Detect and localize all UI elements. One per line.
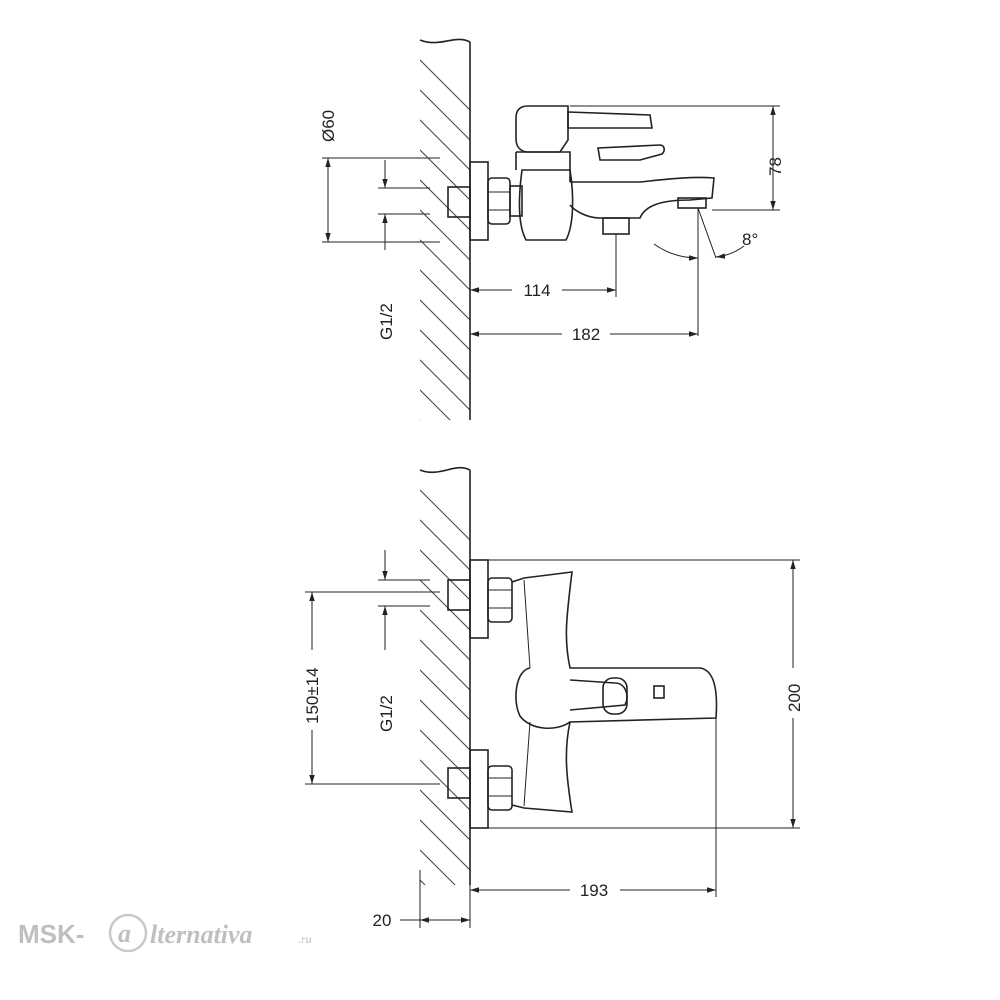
diverter-button [653,685,665,699]
wall-section-top [419,38,471,421]
mixer-cartridge [518,169,574,241]
lever-knob-plan [515,667,571,729]
wall-section-bottom [419,466,471,885]
spout [569,176,715,219]
dim-angle: 8° [653,207,758,336]
mixer-body-plan [511,571,718,813]
dim-spacing-label: 150±14 [303,667,322,724]
watermark-prefix: MSK- [18,919,84,949]
watermark: MSK- a lternativa .ru [18,913,312,953]
inlet-pipe [447,186,471,218]
dim-length: 193 [470,718,717,900]
watermark-script: lternativa [150,920,253,949]
flange-lower [469,749,489,829]
dim-depth-spout-label: 182 [572,325,600,344]
dim-height: 78 [570,105,785,211]
dim-thread-top-label: G1/2 [377,303,396,340]
lever-plan [569,679,628,711]
dim-diameter-label: Ø60 [319,110,338,142]
mixer-plan [447,559,718,829]
dim-thread-bottom-label: G1/2 [377,695,396,732]
diverter-plan [602,677,628,715]
wall-hatching-top [420,39,470,421]
mixer-side [447,105,715,241]
watermark-suffix: .ru [298,932,312,946]
watermark-at-glyph: a [118,919,131,948]
lever-handle [567,111,653,129]
diverter-lever [597,144,665,161]
dim-angle-label: 8° [742,230,758,249]
dim-width: 200 [488,559,804,829]
dim-depth-inlet-label: 114 [523,281,550,300]
dim-depth-inlet: 114 [470,234,617,300]
diverter-knob [602,217,630,235]
top-view: 150±14 G1/2 200 193 [303,466,804,930]
dim-height-label: 78 [766,157,785,176]
wall-break-line-bottom [419,466,471,474]
wall-flange [469,161,489,241]
lever-neck [515,151,571,182]
dim-wall: 20 [373,870,471,930]
dim-thread-top: G1/2 [377,160,430,340]
side-view: Ø60 G1/2 78 8° [319,38,785,421]
dim-width-label: 200 [785,684,804,712]
dim-length-label: 193 [580,881,608,900]
dim-depth-spout: 182 [470,325,698,344]
inlet-pipe-lower [447,767,471,799]
dim-wall-label: 20 [373,911,392,930]
nut-lower [487,765,513,811]
wall-break-line-top [419,38,471,44]
flange-upper [469,559,489,639]
nut-upper [487,577,513,623]
wall-hatching-bottom [420,467,470,885]
dim-spacing: 150±14 [303,591,440,785]
dim-thread-bottom: G1/2 [377,550,430,732]
eccentric [509,185,523,217]
lever-base [515,105,569,153]
watermark-at-logo [108,913,148,953]
aerator [677,197,707,209]
inlet-pipe-upper [447,579,471,611]
hex-nut [487,177,511,225]
dim-diameter: Ø60 [319,110,440,243]
